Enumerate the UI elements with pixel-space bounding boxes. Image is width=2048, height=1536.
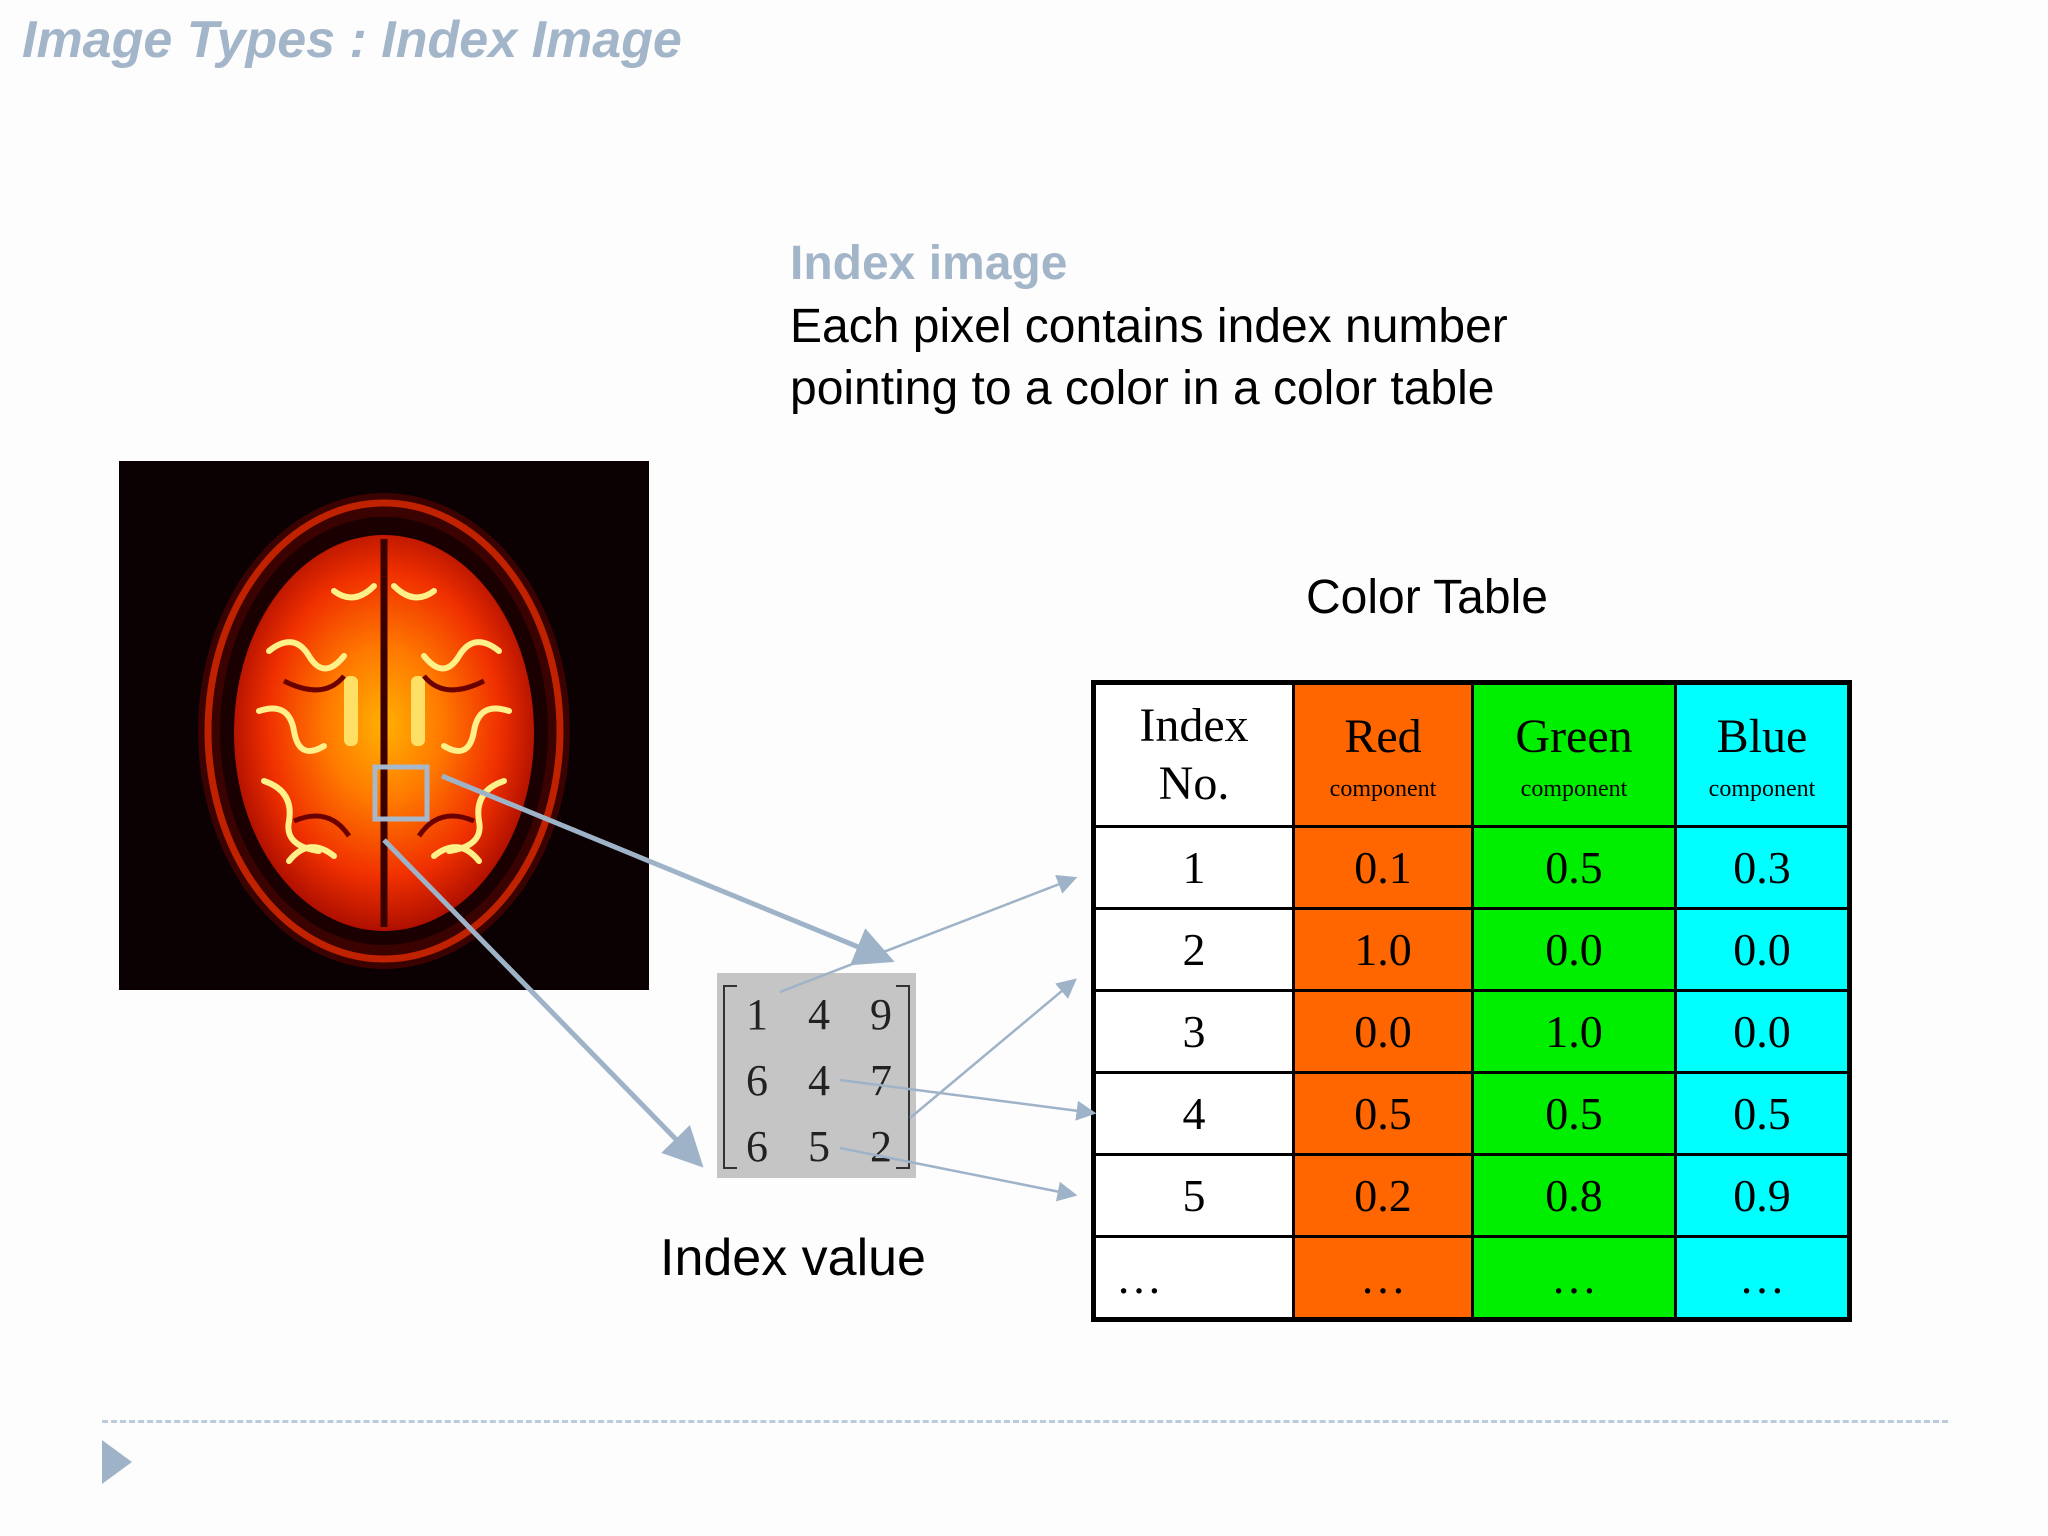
color-table: Index No. Red component Green component … (1091, 680, 1852, 1322)
header-subtitle: component (1520, 775, 1628, 802)
cell-index: 1 (1092, 825, 1295, 910)
cell-red: 0.2 (1292, 1153, 1474, 1238)
footer-divider (102, 1420, 1948, 1423)
header-green: Green component (1471, 681, 1677, 828)
cell-blue: 0.9 (1674, 1153, 1851, 1238)
matrix-cell: 9 (870, 989, 892, 1039)
cell-index: 3 (1092, 989, 1295, 1074)
header-subtitle: component (1708, 775, 1816, 802)
header-index-no: Index No. (1092, 681, 1295, 828)
table-row: 2 1.0 0.0 0.0 (1092, 907, 1851, 992)
cell-blue: 0.0 (1674, 907, 1851, 992)
play-triangle-icon (102, 1440, 132, 1484)
matrix-cell: 1 (746, 989, 768, 1039)
index-value-label: Index value (660, 1229, 926, 1287)
cell-index: … (1092, 1235, 1295, 1321)
table-row: 1 0.1 0.5 0.3 (1092, 825, 1851, 910)
table-row: 4 0.5 0.5 0.5 (1092, 1071, 1851, 1156)
matrix-cell: 6 (746, 1055, 768, 1105)
cell-green: 1.0 (1471, 989, 1677, 1074)
cell-red: 0.1 (1292, 825, 1474, 910)
table-row: 3 0.0 1.0 0.0 (1092, 989, 1851, 1074)
index-image-description: Each pixel contains index number pointin… (790, 296, 1508, 420)
cell-red: 0.0 (1292, 989, 1474, 1074)
header-title: Index (1139, 699, 1249, 752)
brain-mri-drawing (198, 493, 570, 969)
cell-red: 1.0 (1292, 907, 1474, 992)
zoom-selection-box (372, 764, 430, 822)
description-line: Each pixel contains index number (790, 300, 1508, 353)
cell-red: … (1292, 1235, 1474, 1321)
header-title: No. (1158, 757, 1230, 810)
matrix-left-bracket (723, 985, 737, 1169)
cell-red: 0.5 (1292, 1071, 1474, 1156)
header-subtitle: component (1329, 775, 1437, 802)
matrix-cell: 4 (808, 989, 830, 1039)
cell-blue: … (1674, 1235, 1851, 1321)
matrix-cell: 2 (870, 1121, 892, 1171)
cell-green: 0.5 (1471, 1071, 1677, 1156)
cell-blue: 0.5 (1674, 1071, 1851, 1156)
description-line: pointing to a color in a color table (790, 362, 1495, 415)
cell-green: 0.5 (1471, 825, 1677, 910)
cell-blue: 0.3 (1674, 825, 1851, 910)
slide-title: Image Types : Index Image (22, 11, 682, 69)
color-table-caption: Color Table (1306, 571, 1548, 624)
table-header-row: Index No. Red component Green component … (1092, 681, 1851, 828)
map-arrow-2 (909, 978, 1077, 1119)
header-blue: Blue component (1674, 681, 1851, 828)
table-row: 5 0.2 0.8 0.9 (1092, 1153, 1851, 1238)
cell-index: 2 (1092, 907, 1295, 992)
brain-mri-image (119, 461, 649, 990)
matrix-values: 1 4 9 6 4 7 6 5 2 (727, 981, 907, 1177)
matrix-cell: 5 (808, 1121, 830, 1171)
cell-green: … (1471, 1235, 1677, 1321)
table-row: … … … … (1092, 1235, 1851, 1321)
cell-blue: 0.0 (1674, 989, 1851, 1074)
header-title: Red (1344, 709, 1422, 763)
index-image-heading: Index image (790, 237, 1068, 290)
cell-index: 5 (1092, 1153, 1295, 1238)
matrix-cell: 6 (746, 1121, 768, 1171)
header-title: Green (1515, 709, 1633, 763)
cell-green: 0.8 (1471, 1153, 1677, 1238)
header-red: Red component (1292, 681, 1474, 828)
matrix-cell: 7 (870, 1055, 892, 1105)
index-matrix: 1 4 9 6 4 7 6 5 2 (717, 973, 916, 1178)
cell-index: 4 (1092, 1071, 1295, 1156)
cell-green: 0.0 (1471, 907, 1677, 992)
header-title: Blue (1716, 709, 1808, 763)
matrix-cell: 4 (808, 1055, 830, 1105)
